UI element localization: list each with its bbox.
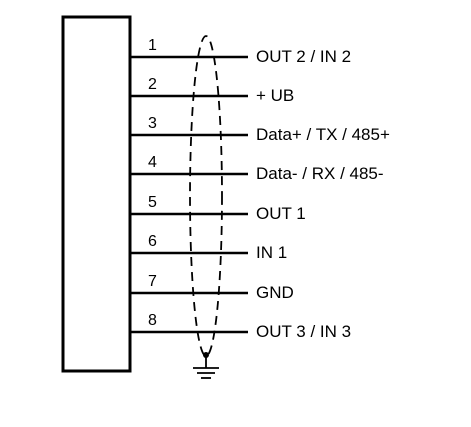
pin-7-number: 7: [148, 273, 157, 290]
pin-1-number: 1: [148, 37, 157, 54]
cable-shield: [189, 35, 223, 357]
pin-2-number: 2: [148, 76, 157, 93]
pin-4-label: Data- / RX / 485-: [256, 164, 384, 183]
pin-4-number: 4: [148, 154, 157, 171]
ground-icon: [193, 367, 219, 379]
pin-8-number: 8: [148, 312, 157, 329]
pin-5-label: OUT 1: [256, 204, 306, 223]
pin-2-label: + UB: [256, 86, 294, 105]
pin-7-label: GND: [256, 283, 294, 302]
connector-housing: [61, 15, 132, 373]
pin-6-number: 6: [148, 233, 157, 250]
pin-8-label: OUT 3 / IN 3: [256, 322, 351, 341]
pin-5-number: 5: [148, 194, 157, 211]
pin-1-label: OUT 2 / IN 2: [256, 47, 351, 66]
pin-3-number: 3: [148, 115, 157, 132]
pin-6-label: IN 1: [256, 243, 287, 262]
pin-3-label: Data+ / TX / 485+: [256, 125, 390, 144]
